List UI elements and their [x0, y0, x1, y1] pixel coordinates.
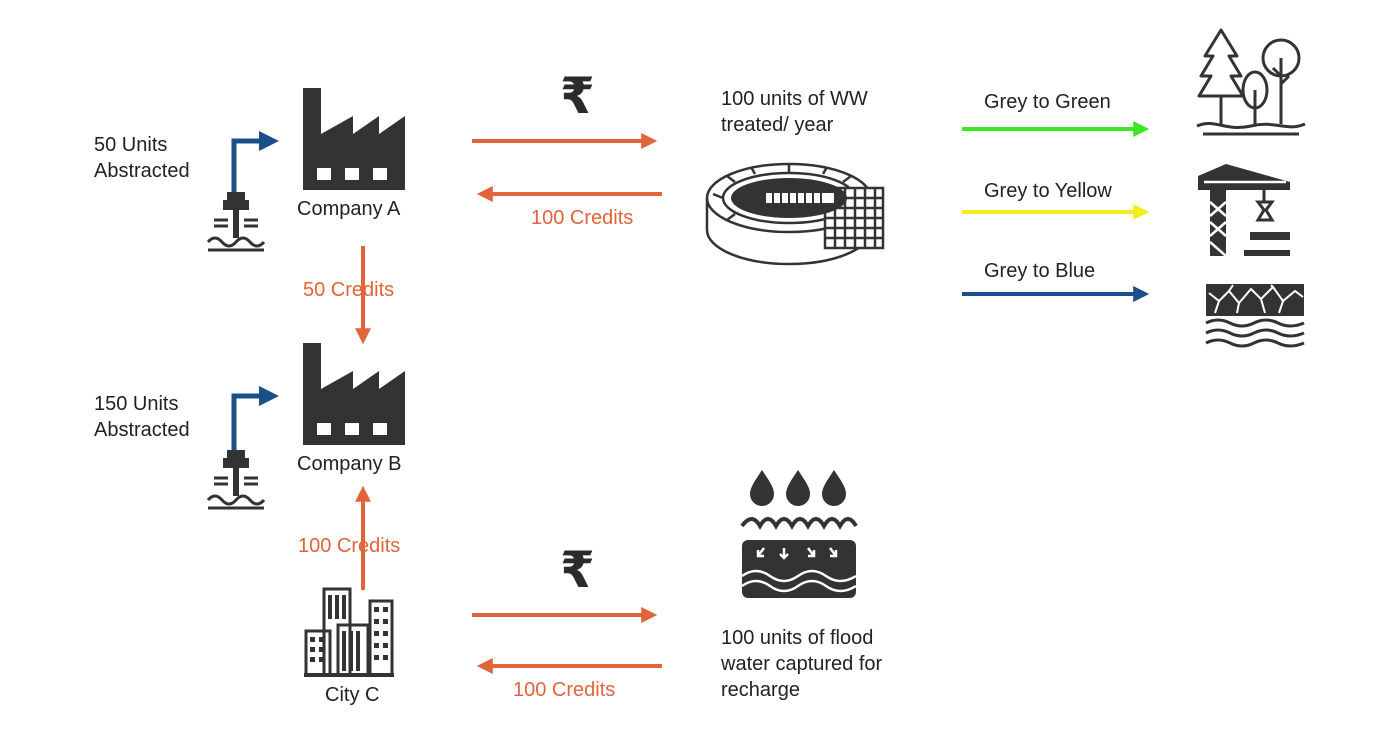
- treatment-label: 100 units of WW treated/ year: [721, 88, 868, 136]
- company-a-label: Company A: [297, 198, 401, 220]
- trees-icon: [1196, 28, 1306, 136]
- pump-icon: [206, 450, 266, 510]
- soil-aquifer-icon: [1205, 284, 1305, 348]
- grey-to-yellow-label: Grey to Yellow: [984, 180, 1112, 202]
- rupee-icon: ₹: [560, 68, 595, 124]
- company-a-abstracted-label: 50 Units Abstracted: [94, 134, 190, 182]
- credits-c-to-b-label: 100 Credits: [298, 535, 401, 557]
- flood-label: 100 units of flood water captured for re…: [721, 627, 883, 701]
- abstraction-arrow-a: [231, 131, 279, 192]
- rain-recharge-icon: [740, 470, 858, 598]
- city-buildings-icon: [304, 587, 394, 677]
- credits-a-to-b-label: 50 Credits: [303, 279, 395, 301]
- company-b-label: Company B: [297, 453, 402, 475]
- credits-plant-to-a-label: 100 Credits: [531, 207, 634, 229]
- pump-icon: [206, 192, 266, 252]
- rupee-icon: ₹: [560, 542, 595, 598]
- construction-crane-icon: [1198, 164, 1290, 257]
- grey-to-green-label: Grey to Green: [984, 91, 1111, 113]
- company-b-abstracted-label: 150 Units Abstracted: [94, 393, 190, 441]
- factory-icon: [303, 88, 405, 190]
- factory-icon: [303, 343, 405, 445]
- grey-to-blue-label: Grey to Blue: [984, 260, 1096, 282]
- credits-flood-to-c-label: 100 Credits: [513, 679, 616, 701]
- treatment-plant-icon: [705, 162, 885, 266]
- city-c-label: City C: [325, 684, 380, 706]
- abstraction-arrow-b: [231, 386, 279, 450]
